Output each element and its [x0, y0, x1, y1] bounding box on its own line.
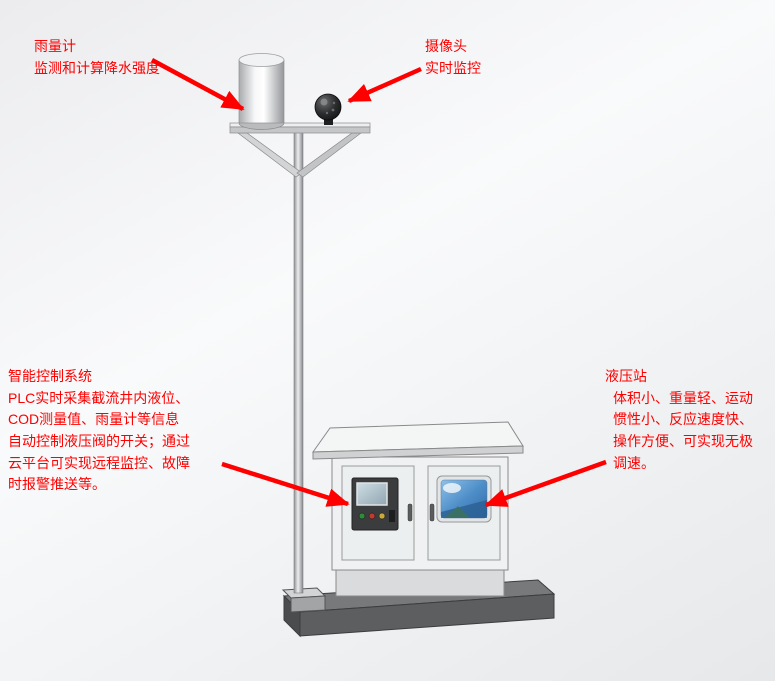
platform-strut-right: [296, 132, 363, 178]
arrow-rain-gauge: [150, 58, 245, 111]
annotation-control-system-title: 智能控制系统: [8, 368, 92, 384]
camera-lens-highlight: [320, 98, 328, 106]
panel-button-green: [358, 512, 366, 520]
annotation-hydraulic-station: 液压站 体积小、重量轻、运动 惯性小、反应速度快、 操作方便、可实现无极 调速。: [605, 366, 753, 474]
panel-switch: [389, 510, 395, 522]
panel-button-yellow: [378, 512, 386, 520]
annotation-camera-line: 实时监控: [425, 59, 481, 76]
annotation-rain-gauge-title: 雨量计: [34, 38, 76, 54]
annotation-hydraulic-title: 液压站: [605, 368, 647, 384]
annotation-hydraulic-line: 体积小、重量轻、运动: [613, 389, 753, 406]
top-platform: [229, 122, 371, 178]
annotation-control-system-line: 时报警推送等。: [8, 476, 106, 493]
camera-mount: [324, 117, 333, 125]
plc-control-panel: [351, 477, 399, 531]
arrow-camera: [347, 66, 422, 104]
annotation-camera-title: 摄像头: [425, 38, 467, 54]
left-door-handle: [407, 503, 413, 522]
annotation-rain-gauge-line: 监测和计算降水强度: [34, 59, 160, 76]
annotation-rain-gauge: 雨量计 监测和计算降水强度: [34, 36, 160, 79]
arrow-hydraulic-station: [484, 459, 607, 508]
platform-strut-left: [236, 132, 303, 178]
annotation-hydraulic-line: 操作方便、可实现无极: [613, 433, 753, 450]
control-cabinet: [312, 421, 524, 597]
annotation-control-system-line: 云平台可实现远程监控、故障: [8, 454, 190, 471]
callout-arrows: [150, 58, 607, 508]
annotation-control-system-line: 自动控制液压阀的开关；通过: [8, 433, 190, 450]
rain-gauge: [238, 53, 285, 130]
right-door-handle: [429, 503, 435, 522]
annotation-hydraulic-line: 调速。: [613, 454, 655, 471]
plc-display-screen: [356, 482, 388, 506]
annotation-camera: 摄像头 实时监控: [425, 36, 481, 79]
cabinet-plinth: [335, 569, 505, 597]
annotation-control-system: 智能控制系统 PLC实时采集截流井内液位、 COD测量值、雨量计等信息 自动控制…: [8, 366, 190, 496]
annotation-control-system-line: COD测量值、雨量计等信息: [8, 411, 180, 428]
arrow-control-system: [221, 461, 350, 507]
annotation-hydraulic-line: 惯性小、反应速度快、: [613, 411, 753, 428]
right-door-window: [436, 475, 492, 523]
annotation-control-system-line: PLC实时采集截流井内液位、: [8, 389, 190, 406]
panel-button-red: [368, 512, 376, 520]
surveillance-camera: [314, 93, 342, 125]
cabinet-roof: [312, 421, 524, 460]
pole-base: [281, 587, 327, 613]
mounting-pole: [293, 128, 304, 594]
